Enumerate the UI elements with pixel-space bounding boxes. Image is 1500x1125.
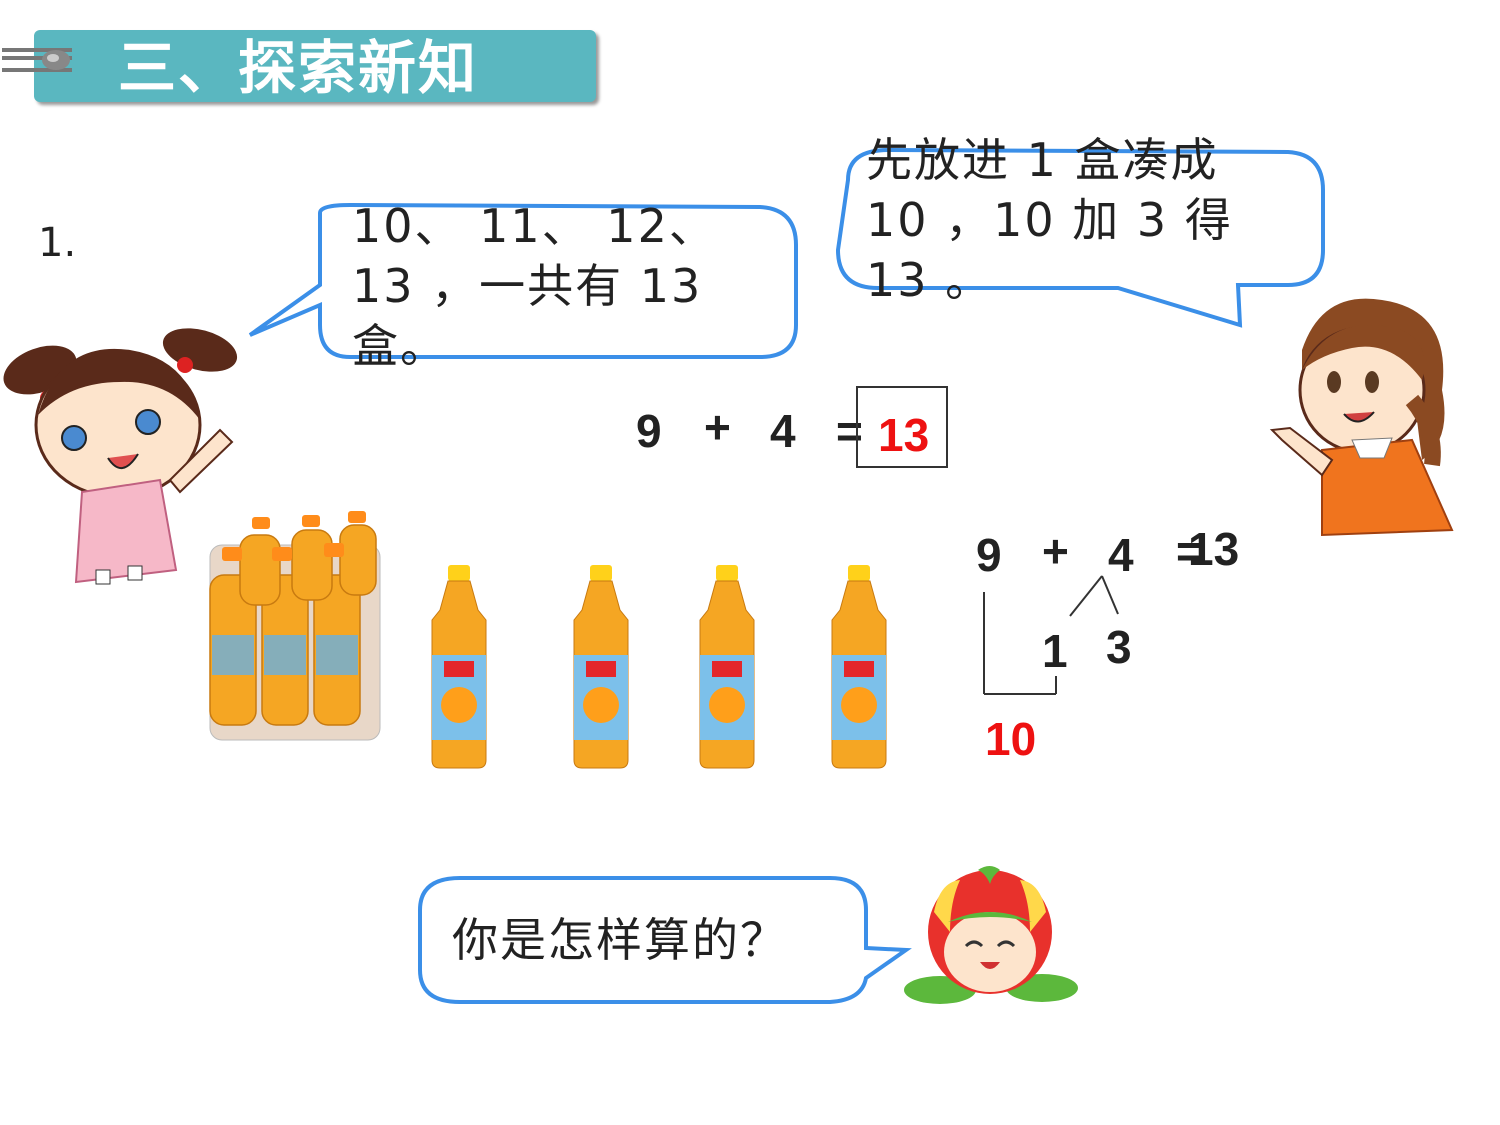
spoon-fork-icon bbox=[2, 48, 72, 72]
bubble-left-text: 10、 11、 12、 13 ，一共有 13 盒。 bbox=[352, 199, 717, 373]
page-title: 三、探索新知 bbox=[118, 34, 479, 102]
speech-bubble-right bbox=[835, 147, 1325, 328]
juice-bottle-1 bbox=[431, 565, 487, 769]
eq-split-a: 9 bbox=[976, 529, 1002, 581]
speech-bubble-bottom bbox=[418, 876, 912, 1004]
bubble-bottom-text: 你是怎样算的？ bbox=[452, 913, 788, 967]
eq-split-equals: = bbox=[1176, 525, 1203, 577]
eq-top-plus: + bbox=[704, 401, 731, 453]
split-left-digit: 1 bbox=[1042, 625, 1068, 677]
eq-top-b: 4 bbox=[770, 405, 796, 457]
eq-split-b: 4 bbox=[1108, 529, 1134, 581]
juice-bottle-2 bbox=[573, 565, 629, 769]
section-banner bbox=[34, 30, 596, 102]
juice-bottle-4 bbox=[831, 565, 887, 769]
bubble-right-text: 先放进 1 盒凑成 10 ，10 加 3 得 13 。 bbox=[866, 133, 1233, 307]
answer-box bbox=[856, 386, 948, 468]
juice-pack-image bbox=[209, 511, 381, 741]
question-number: 1. bbox=[38, 220, 77, 266]
eq-top-equals: = bbox=[836, 405, 863, 457]
ten-result: 10 bbox=[985, 713, 1037, 765]
eq-split-answer: 13 bbox=[1188, 523, 1240, 575]
eq-split-plus: + bbox=[1042, 525, 1069, 577]
split-right-digit: 3 bbox=[1106, 621, 1132, 673]
girl-right-illustration bbox=[1269, 298, 1454, 537]
eq-top-answer: 13 bbox=[878, 409, 930, 461]
girl-left-illustration bbox=[3, 328, 238, 585]
speech-bubble-left bbox=[248, 202, 798, 359]
apple-character-illustration bbox=[904, 866, 1078, 1004]
juice-bottle-3 bbox=[699, 565, 755, 769]
eq-top-a: 9 bbox=[636, 405, 662, 457]
split-lines bbox=[983, 575, 1119, 695]
